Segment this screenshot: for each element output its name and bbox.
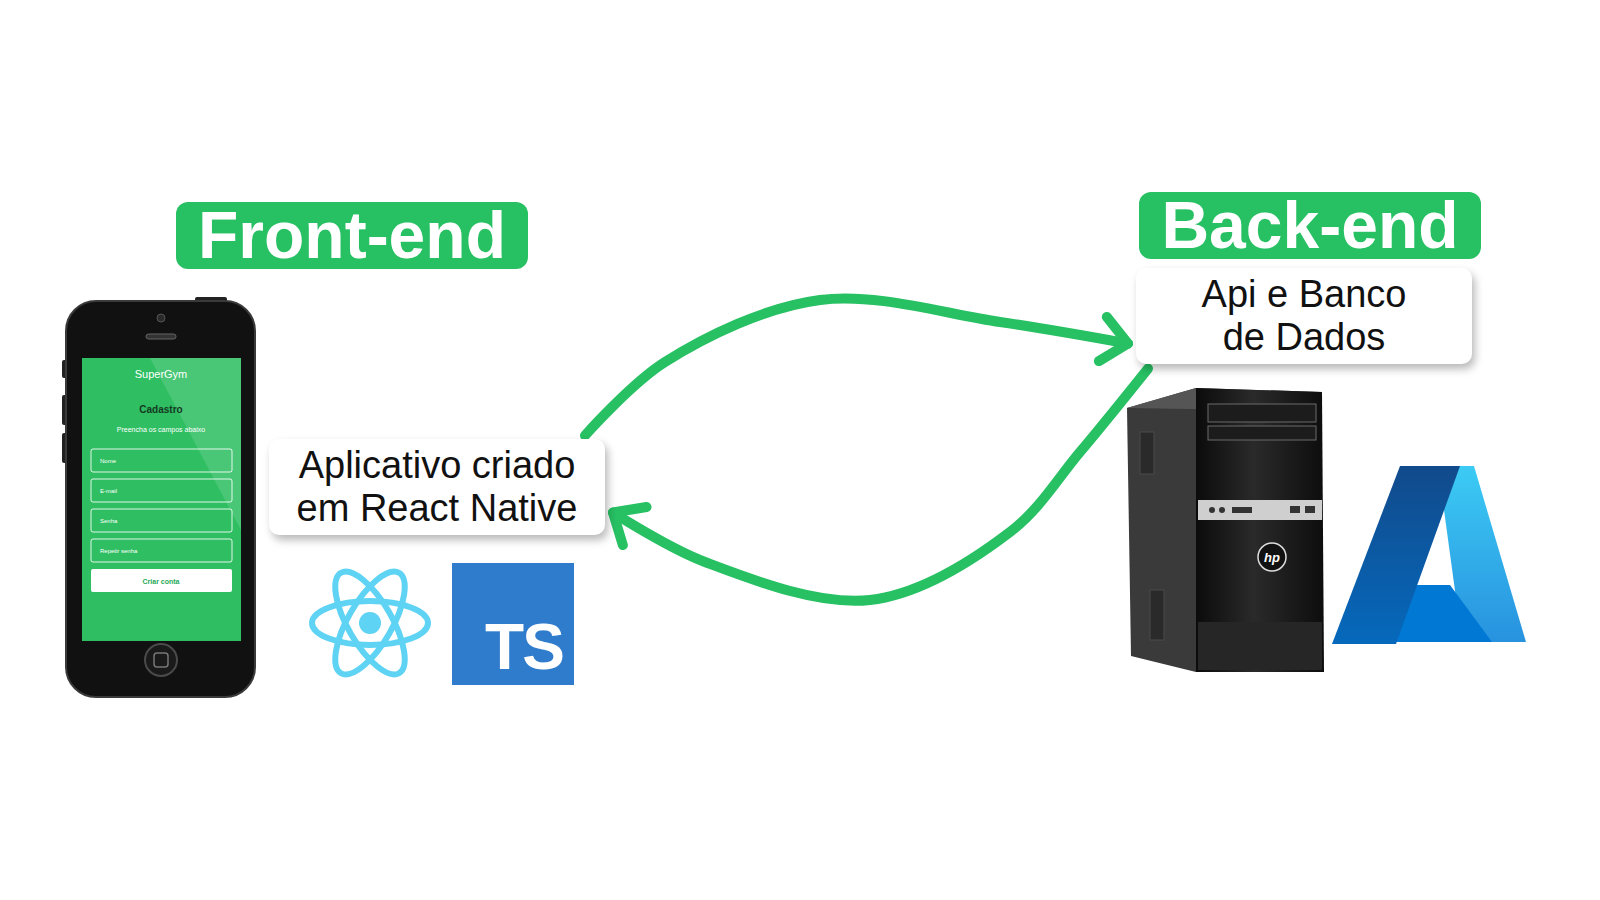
home-button	[145, 644, 177, 676]
tower-port	[1290, 506, 1300, 513]
react-nucleus	[359, 612, 381, 634]
azure-logo	[1332, 466, 1526, 644]
computer-tower	[1127, 388, 1324, 672]
screen-glare	[150, 358, 241, 530]
button-text: Criar conta	[143, 578, 180, 585]
tower-base	[1198, 622, 1322, 670]
tower-side	[1127, 388, 1196, 672]
cycle-arrow	[613, 369, 1148, 601]
azure-left-leg	[1332, 466, 1460, 644]
arrow-line	[613, 369, 1148, 601]
typescript-logo	[452, 563, 574, 685]
tower-band	[1198, 500, 1322, 520]
phone-screen	[82, 358, 241, 641]
caption-card: Api e Banco de Dados	[1136, 268, 1472, 363]
phone-camera	[157, 314, 165, 322]
tower-vent	[1140, 432, 1154, 474]
input-field	[91, 539, 232, 562]
phone-body	[66, 301, 255, 697]
input-placeholder: Senha	[100, 518, 117, 524]
tower-port	[1209, 507, 1215, 513]
input-field	[91, 479, 232, 502]
input-field	[91, 509, 232, 532]
box-text: Back-end	[1161, 192, 1458, 259]
screen-heading: Cadastro	[139, 405, 182, 415]
cycle-arrow	[585, 298, 1128, 435]
arrow-head	[613, 507, 647, 545]
home-button-mark	[154, 653, 168, 667]
tower-port	[1305, 506, 1315, 513]
phone-speaker	[146, 334, 176, 339]
tower-front	[1196, 388, 1324, 672]
box-text: Front-end	[198, 202, 506, 269]
phone-illustration	[62, 297, 255, 697]
screen-subtitle: Preencha os campos abaixo	[117, 426, 205, 433]
input-placeholder: E-mail	[100, 488, 117, 494]
react-orbit	[322, 562, 418, 684]
drive-bay	[1208, 426, 1316, 440]
tower-port	[1232, 507, 1252, 513]
tower-vent	[1150, 590, 1164, 640]
submit-button	[91, 569, 232, 592]
box-text: Aplicativo criado em React Native	[287, 444, 587, 529]
input-placeholder: Nome	[100, 458, 116, 464]
input-field	[91, 449, 232, 472]
logo-text: hp	[1264, 551, 1280, 564]
screen-title: SuperGym	[135, 369, 188, 380]
drive-bay	[1208, 404, 1316, 422]
caption-card: Aplicativo criado em React Native	[269, 439, 605, 534]
input-placeholder: Repetir senha	[100, 548, 137, 554]
react-orbit	[322, 562, 418, 684]
tower-port	[1219, 507, 1225, 513]
react-orbit	[312, 601, 428, 645]
react-logo	[312, 562, 428, 684]
logo-text: TS	[485, 615, 563, 679]
brand-badge	[1258, 543, 1286, 571]
section-tag: Front-end	[176, 202, 528, 269]
arrow-line	[585, 298, 1128, 435]
box-text: Api e Banco de Dados	[1154, 273, 1454, 358]
section-tag: Back-end	[1139, 192, 1480, 259]
arrow-head	[1099, 317, 1128, 361]
